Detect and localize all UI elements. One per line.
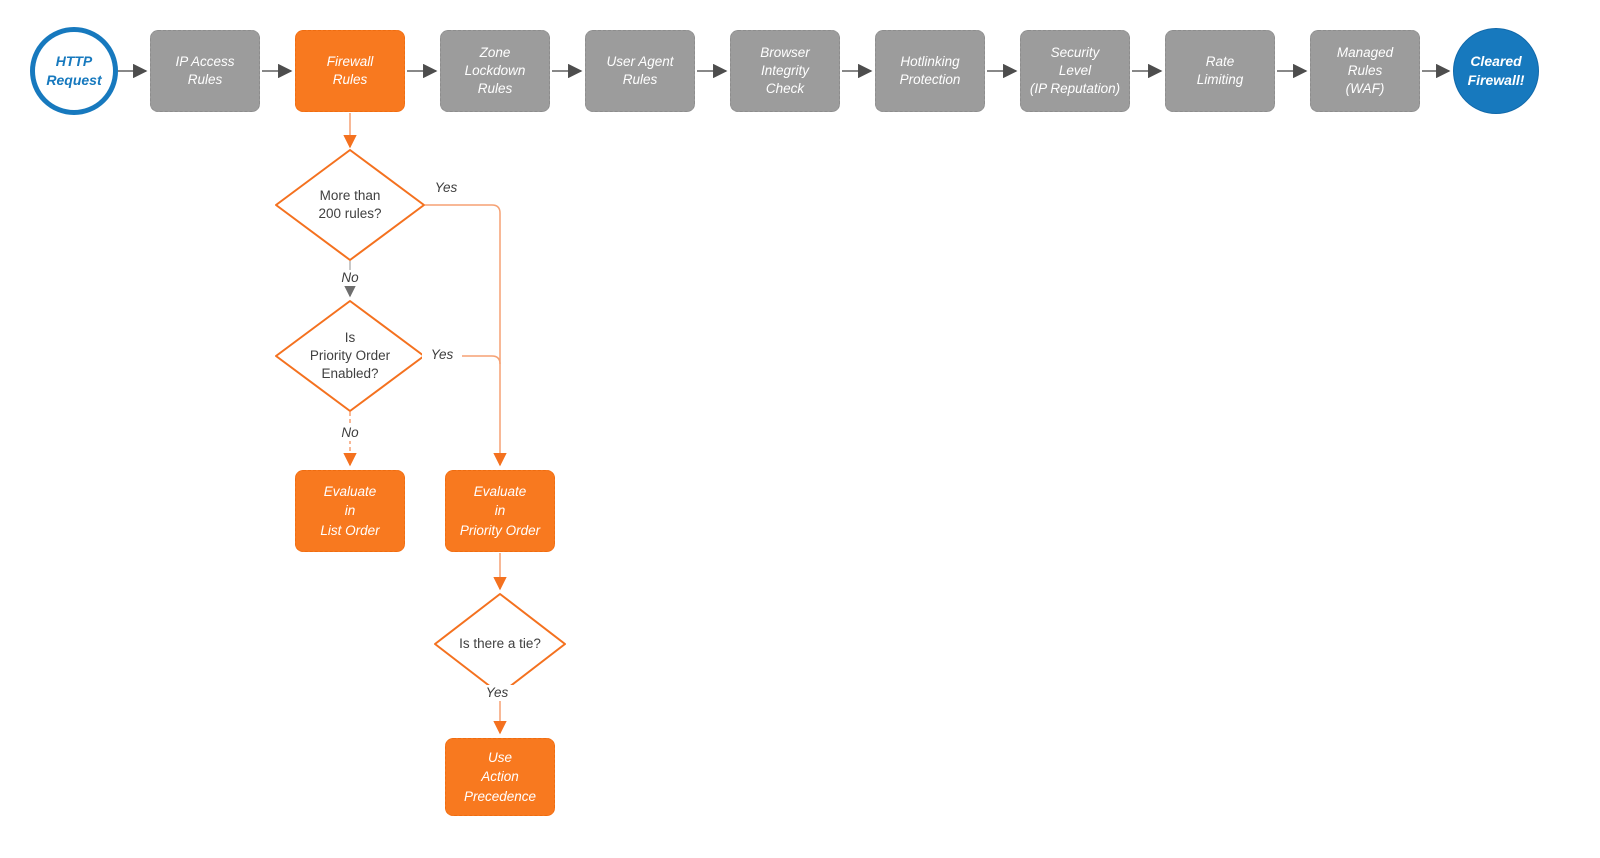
edge-label-yes-tie: Yes [477,685,517,702]
action-label: Evaluate in Priority Order [459,483,541,538]
step-managed-rules-waf: Managed Rules (WAF) [1310,30,1420,112]
step-rate-limiting: Rate Limiting [1165,30,1275,112]
step-label: IP Access Rules [175,54,235,87]
step-label: Zone Lockdown Rules [464,45,526,96]
action-evaluate-list-order: Evaluate in List Order [295,470,405,552]
edge-label-no-priority-order: No [330,425,370,442]
edge-label-yes-priority-order: Yes [422,347,462,364]
action-label: Use Action Precedence [463,749,537,804]
step-label: Managed Rules (WAF) [1336,45,1394,96]
edge-label-no-rules-count: No [330,270,370,287]
decision-priority-order: Is Priority Order Enabled? [283,311,417,401]
decision-diamonds [275,149,566,695]
step-zone-lockdown-rules: Zone Lockdown Rules [440,30,550,112]
step-label: Security Level (IP Reputation) [1029,45,1121,96]
action-label: Evaluate in List Order [320,483,380,538]
branch-connectors [343,113,507,735]
end-node-cleared-firewall: Cleared Firewall! [1453,28,1539,114]
action-evaluate-priority-order: Evaluate in Priority Order [445,470,555,552]
step-label: Firewall Rules [326,54,374,87]
start-node-http-request: HTTP Request [30,27,118,115]
decision-label: More than 200 rules? [318,188,382,221]
action-use-action-precedence: Use Action Precedence [445,738,555,816]
step-label: Hotlinking Protection [899,54,961,87]
decision-tie-shape [434,593,566,695]
decision-tie: Is there a tie? [437,604,563,684]
decision-label: Is there a tie? [459,636,541,652]
decision-label: Is Priority Order Enabled? [309,330,391,381]
step-hotlinking-protection: Hotlinking Protection [875,30,985,112]
step-label: Browser Integrity Check [760,45,810,96]
decision-rules-count-shape [275,149,425,261]
edge-label-yes-rules-count: Yes [434,180,458,195]
start-node-label: HTTP Request [46,53,102,88]
decision-rules-count: More than 200 rules? [283,160,417,250]
step-security-level: Security Level (IP Reputation) [1020,30,1130,112]
step-ip-access-rules: IP Access Rules [150,30,260,112]
step-label: Rate Limiting [1196,54,1244,87]
step-browser-integrity: Browser Integrity Check [730,30,840,112]
step-label: User Agent Rules [606,54,674,87]
step-user-agent-rules: User Agent Rules [585,30,695,112]
step-firewall-rules: Firewall Rules [295,30,405,112]
end-node-label: Cleared Firewall! [1467,53,1525,88]
